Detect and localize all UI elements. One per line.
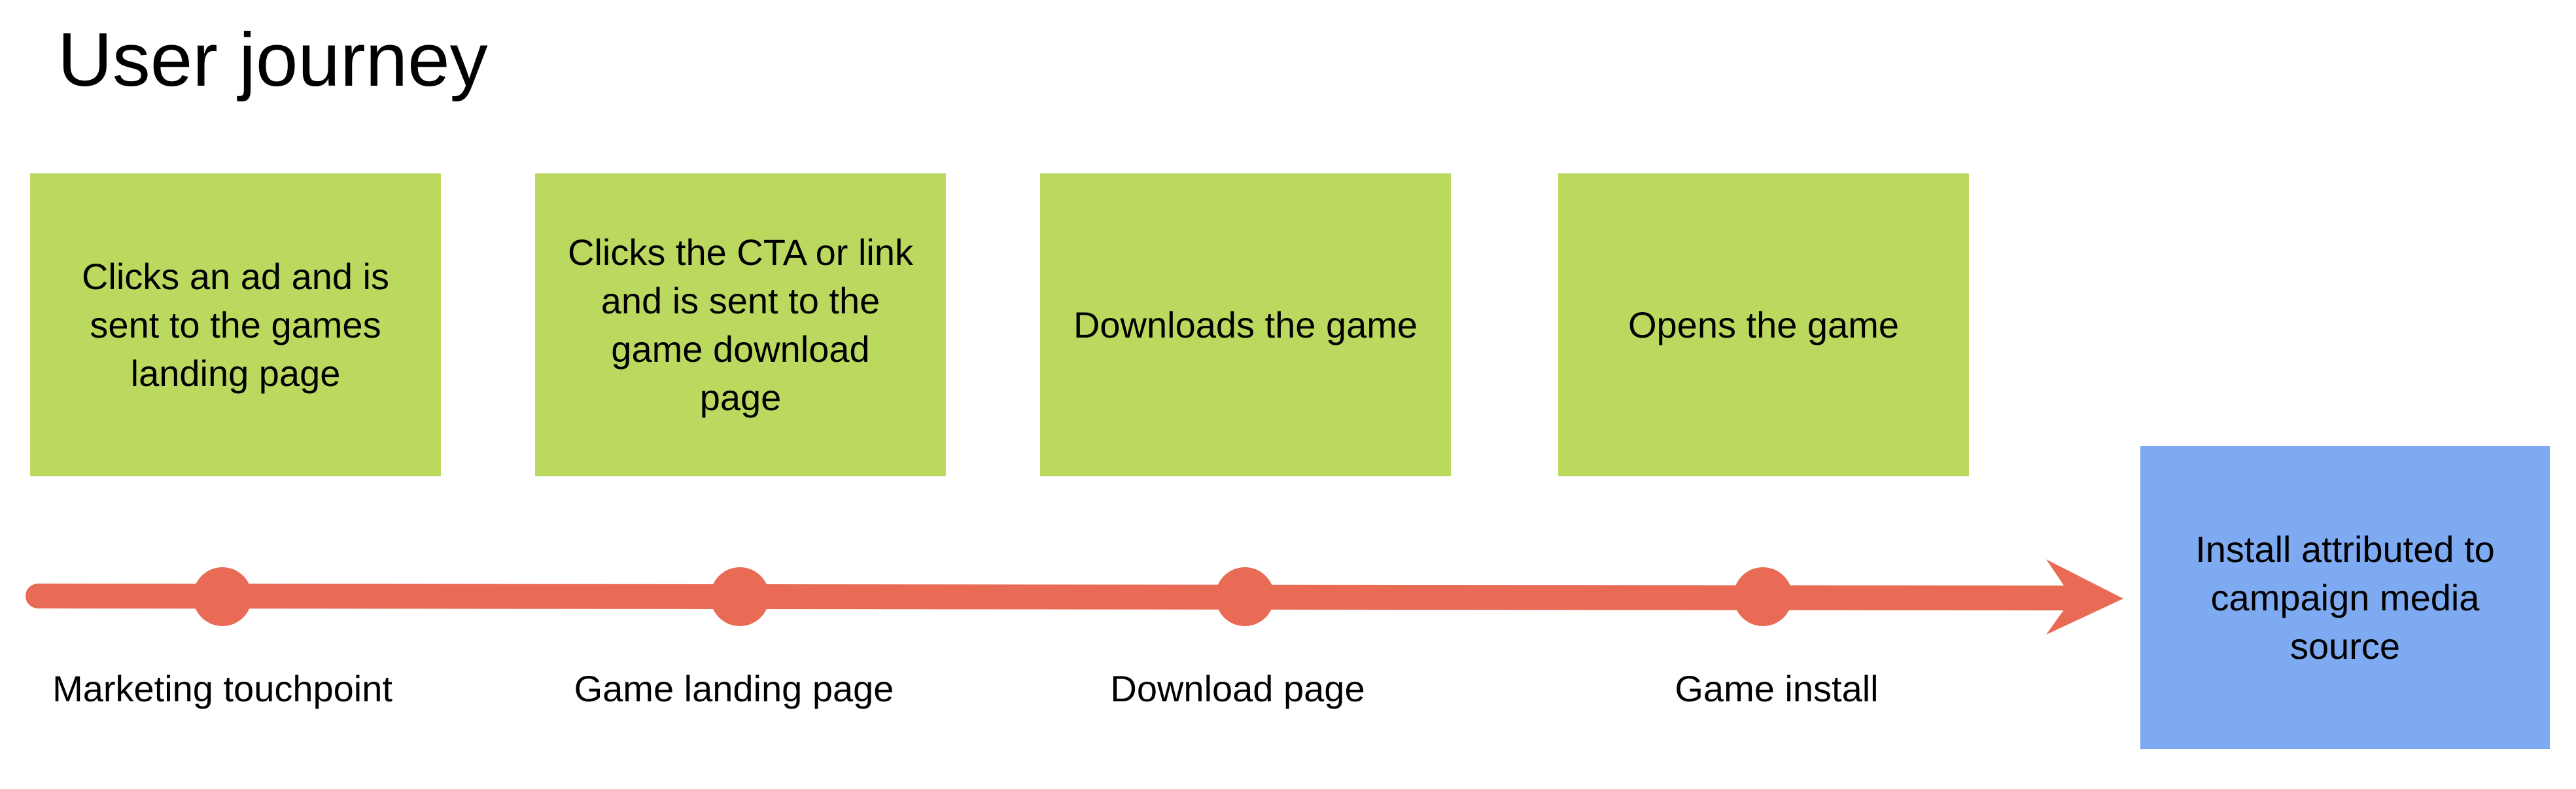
stage-label-2: Game landing page [574, 668, 894, 709]
timeline-node-2 [710, 567, 769, 626]
stage-label-3: Download page [1110, 668, 1365, 709]
step-box-2: Clicks the CTA or link and is sent to th… [535, 173, 946, 476]
step-text-4: Opens the game [1627, 304, 1900, 345]
step-box-4: Opens the game [1558, 173, 1969, 476]
step-text-3: Downloads the game [1073, 304, 1418, 345]
outcome-text: Install attributed to campaign media sou… [2195, 528, 2495, 667]
timeline-node-1 [193, 567, 252, 626]
step-text-1: Clicks an ad and is sent to the games la… [81, 255, 389, 394]
timeline-node-4 [1733, 567, 1792, 626]
step-box-3: Downloads the game [1040, 173, 1451, 476]
timeline-arrowhead [2046, 559, 2123, 635]
timeline-line [26, 584, 2080, 610]
stage-label-4: Game install [1675, 668, 1879, 709]
step-box-1: Clicks an ad and is sent to the games la… [30, 173, 441, 476]
step-text-2: Clicks the CTA or link and is sent to th… [568, 231, 913, 418]
stage-label-1: Marketing touchpoint [52, 668, 392, 709]
diagram-title: User journey [58, 17, 488, 102]
timeline-node-3 [1215, 567, 1274, 626]
outcome-box: Install attributed to campaign media sou… [2140, 446, 2550, 749]
